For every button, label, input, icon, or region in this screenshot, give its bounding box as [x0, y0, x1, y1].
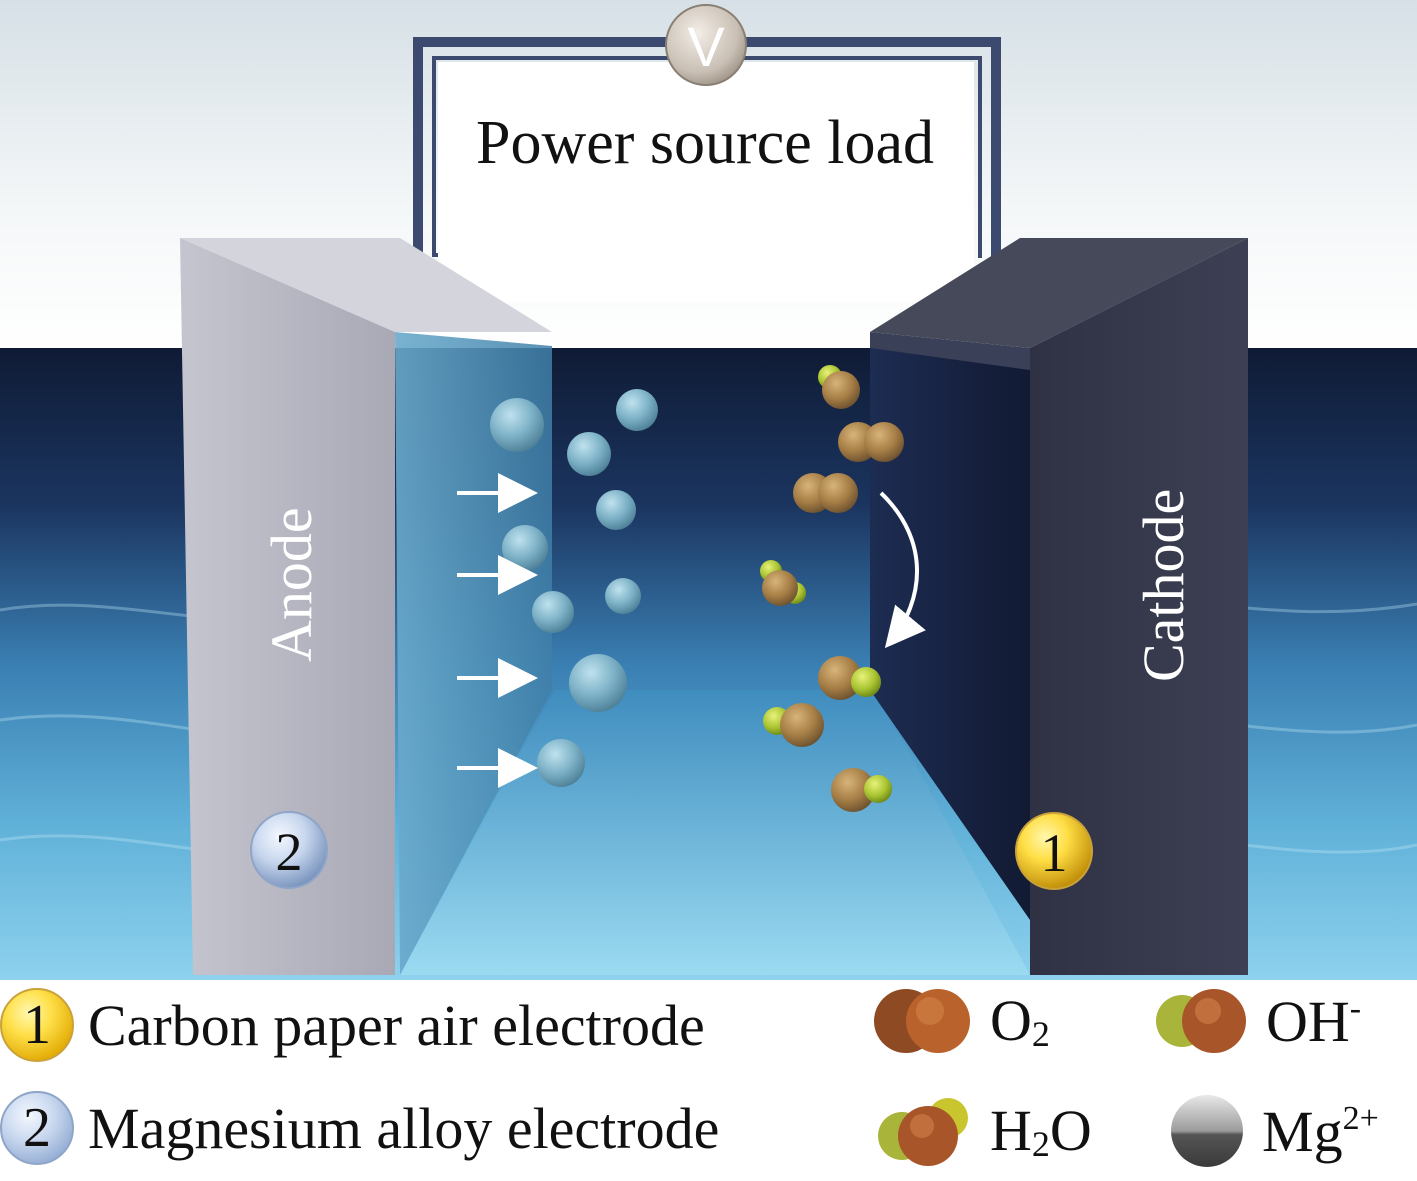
- mg-ion: [537, 739, 585, 787]
- mg-ion: [502, 525, 548, 571]
- oh-molecule: [763, 703, 824, 747]
- anode-marker-number: 2: [276, 822, 303, 882]
- cathode-marker: 1: [1015, 812, 1093, 890]
- legend-row-carbon: 1 Carbon paper air electrode: [0, 980, 705, 1070]
- h2o-label: H2O: [990, 1098, 1092, 1164]
- cathode-top: [870, 238, 1248, 348]
- legend-mg: Mg2+: [1168, 1092, 1379, 1170]
- mg-ion: [490, 398, 544, 452]
- legend-text-magnesium: Magnesium alloy electrode: [88, 1095, 720, 1161]
- legend-o2: O2: [872, 985, 1050, 1057]
- oh-molecule: [818, 365, 860, 409]
- legend-text-carbon: Carbon paper air electrode: [88, 992, 705, 1058]
- voltmeter: [665, 4, 747, 86]
- oh-legend-icon: [1156, 989, 1246, 1053]
- mg-ions: [490, 389, 658, 787]
- mg-legend-icon: [1171, 1095, 1243, 1167]
- o2-molecule: [838, 422, 904, 462]
- cathode-front: [1030, 238, 1248, 975]
- wire-label-area: [438, 62, 974, 302]
- legend-badge-2: 2: [0, 1091, 74, 1165]
- mg-ion: [596, 490, 636, 530]
- anode-top: [180, 238, 552, 332]
- legend-badge-1: 1: [0, 988, 74, 1062]
- cathode-marker-number: 1: [1041, 823, 1068, 883]
- mg-ion: [605, 578, 641, 614]
- reaction-arrow: [879, 491, 926, 649]
- h2o-legend-icon: [878, 1098, 968, 1166]
- cathode-inner-face: [870, 348, 1030, 920]
- legend-row-magnesium: 2 Magnesium alloy electrode: [0, 1083, 719, 1173]
- mg-ion: [532, 591, 574, 633]
- h2o-molecule: [760, 560, 806, 606]
- o2-molecule: [793, 473, 858, 513]
- power-source-load-label: Power source load: [476, 109, 934, 177]
- mg-ion: [616, 389, 658, 431]
- legend-oh: OH-: [1152, 985, 1361, 1057]
- anode-label: Anode: [259, 507, 324, 662]
- oh-molecule: [818, 656, 881, 700]
- anode-front: [180, 238, 395, 975]
- legend-h2o: H2O: [872, 1092, 1092, 1170]
- mg-label: Mg2+: [1262, 1098, 1379, 1164]
- voltmeter-symbol: V: [687, 15, 725, 78]
- oh-molecule: [831, 768, 892, 812]
- anode-marker: 2: [250, 811, 328, 889]
- circuit-wire-inner: [432, 56, 982, 258]
- o2-legend-icon: [874, 989, 970, 1053]
- ion-flow-arrows: [457, 473, 538, 788]
- battery-scene: V: [0, 0, 1417, 980]
- cathode-label: Cathode: [1131, 488, 1196, 682]
- molecules: [760, 365, 904, 812]
- oh-label: OH-: [1266, 988, 1362, 1054]
- mg-ion: [569, 654, 627, 712]
- o2-label: O2: [990, 988, 1050, 1054]
- cathode-side: [870, 332, 1030, 370]
- mg-ion: [567, 432, 611, 476]
